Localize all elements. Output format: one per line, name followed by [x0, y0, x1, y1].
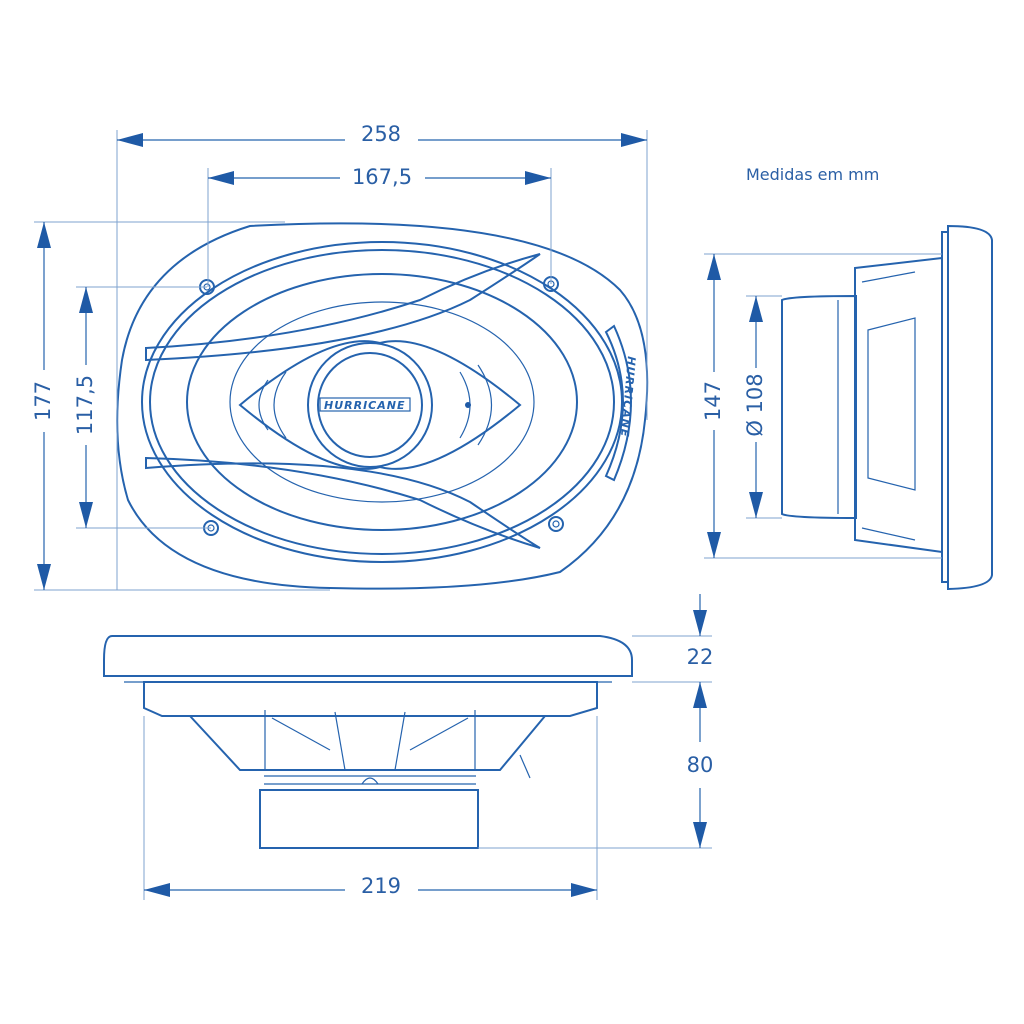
side-view	[781, 224, 993, 591]
dim-flange-depth: 22	[687, 645, 714, 669]
front-view: HURRICANE HURRICANE	[116, 222, 649, 590]
dim-hole-spacing-height: 117,5	[73, 375, 97, 435]
dim-mount-depth: 80	[687, 753, 714, 777]
bottom-view	[103, 635, 633, 849]
dimension-labels: 258 167,5 177 117,5 147 Ø 108 22 80 219 …	[31, 122, 879, 898]
dim-side-height: 147	[701, 381, 725, 421]
dim-magnet-diameter: Ø 108	[743, 373, 767, 436]
dim-hole-spacing-width: 167,5	[352, 165, 412, 189]
dim-overall-width: 258	[361, 122, 401, 146]
units-note: Medidas em mm	[746, 165, 879, 184]
dim-overall-height: 177	[31, 381, 55, 421]
center-logo-text: HURRICANE	[324, 399, 405, 412]
extension-lines	[34, 130, 942, 900]
dim-basket-width: 219	[361, 874, 401, 898]
dimension-lines	[37, 133, 763, 897]
